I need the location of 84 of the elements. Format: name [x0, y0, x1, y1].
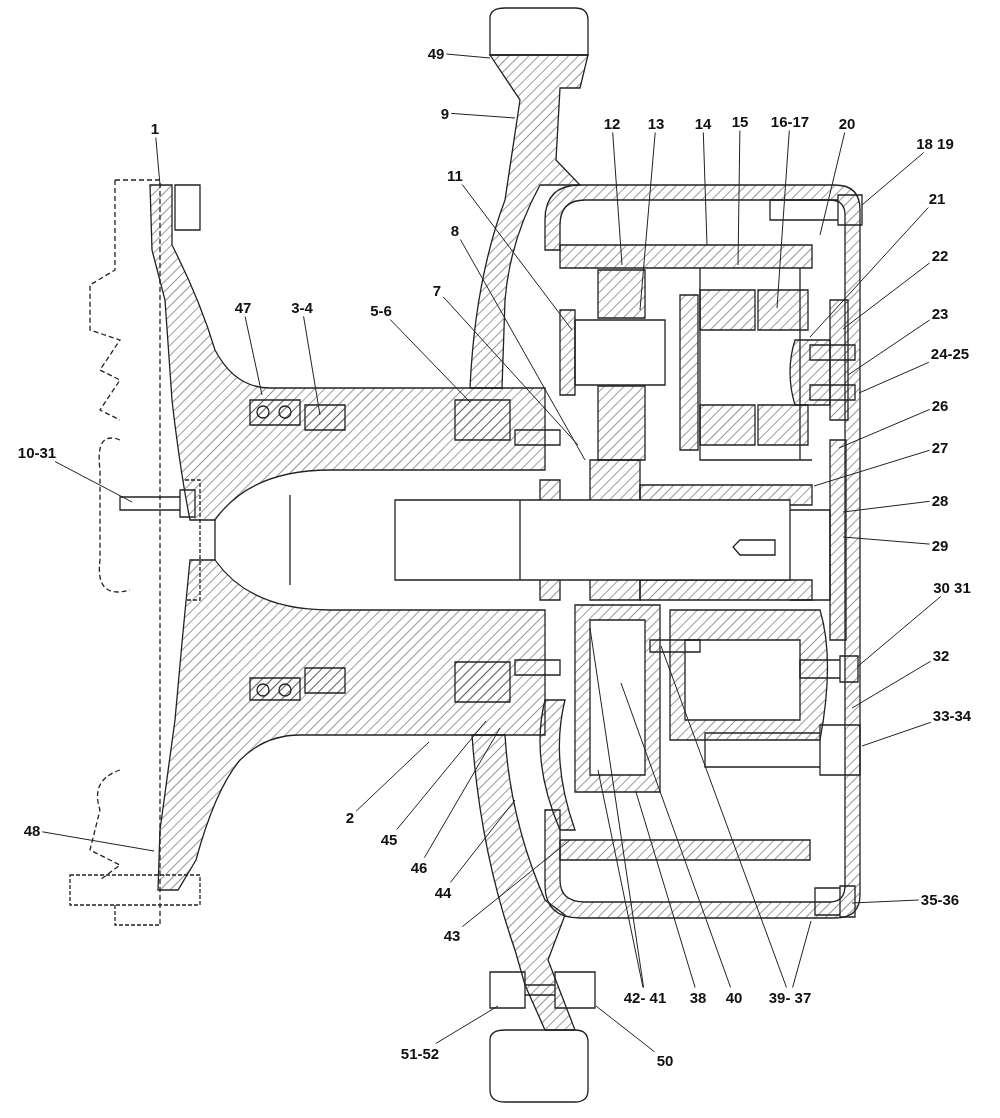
callout-number: 9: [439, 104, 451, 122]
callout-number: 38: [688, 988, 708, 1006]
callout-number: 45: [379, 830, 399, 848]
callout-number: 20: [837, 114, 857, 132]
leader-line: [461, 839, 571, 928]
leader-line: [809, 207, 929, 338]
leader-line: [792, 920, 812, 988]
leader-line: [355, 741, 430, 812]
leader-line: [442, 296, 579, 446]
leader-line: [776, 130, 790, 309]
callout-number: 7: [431, 281, 443, 299]
callout-number: 3-4: [290, 298, 314, 316]
leader-line: [838, 408, 931, 449]
leader-line: [459, 239, 586, 461]
leader-line: [54, 461, 133, 503]
callout-number: 1: [149, 119, 161, 137]
leader-line: [635, 791, 696, 988]
leader-line: [449, 799, 516, 883]
leader-line: [461, 184, 573, 331]
callout-number: 23: [930, 304, 950, 322]
leader-line: [155, 137, 161, 186]
leader-line: [737, 130, 741, 266]
leader-line: [660, 645, 787, 988]
callout-number: 44: [433, 883, 453, 901]
callout-number: 12: [602, 114, 622, 132]
leader-line: [861, 721, 932, 747]
callout-number: 39- 37: [767, 988, 813, 1006]
leader-line: [851, 899, 920, 904]
leader-line: [639, 132, 656, 311]
leader-line: [450, 112, 516, 119]
leader-line: [424, 727, 501, 858]
callout-number: 28: [930, 491, 950, 509]
leader-line: [589, 627, 645, 988]
leader-line: [856, 596, 942, 668]
callout-number: 14: [693, 114, 713, 132]
callout-number: 5-6: [369, 301, 393, 319]
callout-number: 24-25: [929, 344, 971, 362]
leader-line: [861, 152, 925, 206]
callout-number: 30 31: [932, 578, 972, 596]
leader-line: [858, 361, 930, 394]
callout-number: 50: [655, 1051, 675, 1069]
callout-number: 2: [344, 808, 356, 826]
callout-number: 22: [930, 246, 950, 264]
callout-number: 43: [442, 926, 462, 944]
callout-number: 21: [927, 189, 947, 207]
callout-number: 42- 41: [622, 988, 668, 1006]
callout-number: 29: [930, 536, 950, 554]
leader-line: [842, 262, 931, 330]
callout-number: 51-52: [399, 1044, 441, 1062]
leader-line: [435, 1005, 499, 1044]
leader-line: [702, 132, 708, 246]
callout-number: 48: [22, 821, 42, 839]
leader-line: [847, 319, 931, 376]
leader-line: [303, 316, 321, 416]
callout-number: 13: [646, 114, 666, 132]
leader-line: [813, 449, 931, 487]
callout-number: 8: [449, 221, 461, 239]
leader-line: [842, 500, 931, 513]
callout-number: 16-17: [769, 112, 811, 130]
callout-number: 15: [730, 112, 750, 130]
callout-number: 47: [233, 298, 253, 316]
leader-line: [41, 831, 155, 852]
callout-number: 40: [724, 988, 744, 1006]
leader-line: [595, 1005, 656, 1053]
callout-number: 32: [931, 646, 951, 664]
callout-number: 33-34: [931, 706, 973, 724]
callout-number: 11: [446, 166, 464, 184]
leader-line: [396, 720, 487, 830]
leader-line: [620, 682, 732, 988]
leader-line: [389, 319, 471, 403]
callout-number: 27: [930, 438, 950, 456]
callout-number: 10-31: [16, 443, 58, 461]
callout-number: 26: [930, 396, 950, 414]
leader-line: [851, 660, 932, 709]
leader-line: [445, 53, 491, 59]
leader-line: [819, 132, 846, 236]
leader-line: [612, 132, 623, 266]
leader-line: [244, 316, 263, 396]
callout-number: 18 19: [915, 134, 955, 152]
callout-number: 35-36: [919, 890, 961, 908]
leader-line: [597, 769, 644, 988]
callout-number: 46: [409, 858, 429, 876]
callout-number: 49: [426, 44, 446, 62]
leader-line: [842, 536, 931, 545]
